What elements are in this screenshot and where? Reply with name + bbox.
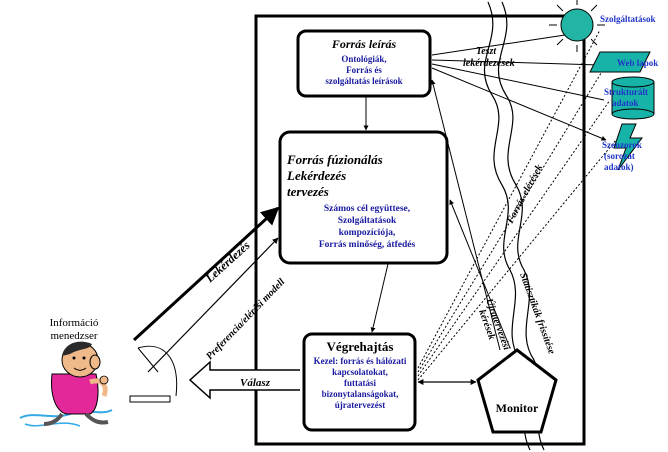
sun-icon xyxy=(549,0,605,52)
source-description-box: Forrás leírás Ontológiák, Forrás és szol… xyxy=(296,29,432,98)
source-description-line: Ontológiák, xyxy=(341,54,386,64)
services-label: Szolgáltatások xyxy=(600,14,656,24)
stats-update-line xyxy=(430,79,501,351)
sensors-label: (sorozat xyxy=(604,151,635,161)
execution-line: Kezel: forrás és hálózati xyxy=(314,356,407,366)
user-label: Információ xyxy=(50,317,99,329)
source-description-line: Forrás és xyxy=(346,65,382,75)
monitor-label: Monitor xyxy=(496,401,539,415)
execution-line: futtatási xyxy=(344,378,376,388)
query-label: Lekérdezés xyxy=(202,238,253,286)
fusion-to-execution-arrow xyxy=(370,263,389,333)
web-pages-label: Web lapok xyxy=(617,58,658,68)
source-fusion-title: Forrás fúzionálás xyxy=(286,152,383,167)
information-manager-figure xyxy=(19,341,113,427)
source-fusion-line: Számos cél együttese, xyxy=(324,204,411,214)
answer-arrow: Válasz xyxy=(188,360,300,400)
test-queries-label: lekérdezések xyxy=(463,58,515,69)
preference-model-label: Preferencia/elérési modell xyxy=(204,277,287,363)
sensors-label: Szenzorok xyxy=(602,140,642,150)
database-icon xyxy=(611,76,655,120)
monitor-node: Monitor xyxy=(476,348,558,434)
source-fusion-line: Szolgáltatások xyxy=(338,216,397,226)
source-fusion-line: Forrás minőség, átfedés xyxy=(319,240,416,250)
structured-data-label: adatok xyxy=(612,98,639,108)
test-queries-label: Teszt xyxy=(476,46,497,57)
execution-line: újratervezést xyxy=(335,400,385,410)
sensors-label: adatok) xyxy=(604,162,634,172)
stats-update-label: Statisztikák frissítése xyxy=(517,271,557,356)
execution-line: kapcsolatokat, xyxy=(332,367,388,377)
execution-box: Végrehajtás Kezel: forrás és hálózati ka… xyxy=(302,332,417,432)
preference-model-arrow xyxy=(147,237,279,373)
source-fusion-title: Lekérdezés xyxy=(286,168,346,183)
answer-label: Válasz xyxy=(240,377,271,389)
execution-line: bizonytalanságokat, xyxy=(322,389,399,399)
source-description-line: szolgáltatás leírások xyxy=(325,76,402,86)
web-pages-shape xyxy=(589,51,651,73)
replanning-request-line xyxy=(449,199,511,349)
services-cluster: Szolgáltatások Web lapok Strukturált ada… xyxy=(549,0,658,172)
source-access-lines xyxy=(417,29,617,381)
execution-title: Végrehajtás xyxy=(327,339,394,354)
lightning-icon xyxy=(613,123,643,171)
test-query-lines xyxy=(431,34,607,141)
user-label: menedzser xyxy=(50,330,97,342)
satellite-dish-icon xyxy=(129,345,178,403)
query-arrow xyxy=(132,206,280,342)
source-fusion-title: tervezés xyxy=(287,184,329,199)
structured-data-label: Strukturált xyxy=(604,87,648,97)
source-description-title: Forrás leírás xyxy=(331,37,397,51)
source-fusion-line: kompozíciója, xyxy=(339,228,396,238)
source-fusion-box: Forrás fúzionálás Lekérdezés tervezés Sz… xyxy=(278,130,449,265)
